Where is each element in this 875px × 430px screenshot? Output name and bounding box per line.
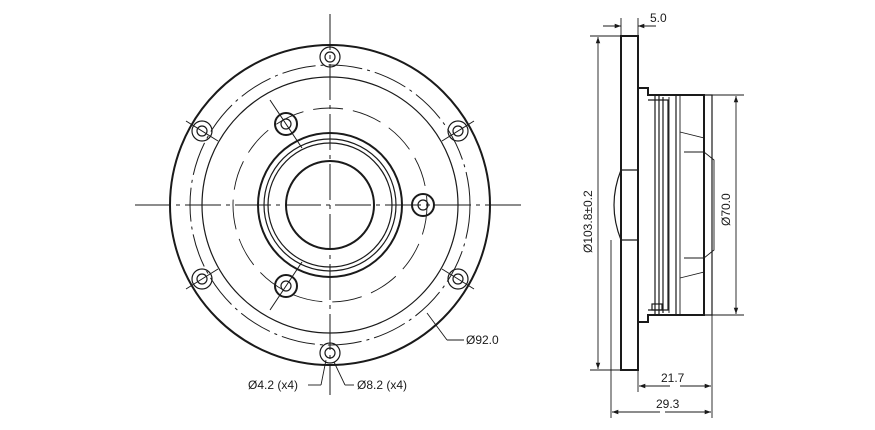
mounting-hole-lower-right <box>441 268 475 290</box>
hole-large-label: Ø8.2 (x4) <box>357 378 407 392</box>
bolt-circle-label: Ø92.0 <box>466 333 499 347</box>
side-flange <box>620 35 639 371</box>
side-magnet <box>704 94 713 316</box>
mounting-hole-top <box>319 46 341 68</box>
hole-small-label: Ø4.2 (x4) <box>248 378 298 392</box>
mounting-hole-bottom <box>319 342 341 364</box>
bolt-circle-leader <box>426 312 464 341</box>
hole-leaders <box>308 359 354 386</box>
side-view <box>613 35 715 371</box>
front-view: Ø92.0 Ø4.2 (x4) Ø8.2 (x4) <box>135 14 525 395</box>
side-dome <box>613 169 622 241</box>
side-dimensions: 5.0 Ø103.8±0.2 Ø70.0 21.7 29.3 <box>581 11 744 418</box>
body-diameter-label: Ø70.0 <box>719 193 733 226</box>
faceplate-screw-upper <box>269 99 303 149</box>
flange-diameter-label: Ø103.8±0.2 <box>581 190 595 253</box>
depth-body-label: 21.7 <box>661 371 685 385</box>
faceplate-screw-right <box>411 193 435 217</box>
mounting-hole-upper-right <box>441 120 475 142</box>
side-body-outline <box>638 87 705 323</box>
mounting-hole-upper-left <box>185 120 219 142</box>
depth-total-label: 29.3 <box>656 397 680 411</box>
terminal <box>651 303 663 311</box>
faceplate-screw-lower <box>269 261 303 311</box>
flange-thickness-label: 5.0 <box>650 11 667 25</box>
mounting-hole-lower-left <box>185 268 219 290</box>
